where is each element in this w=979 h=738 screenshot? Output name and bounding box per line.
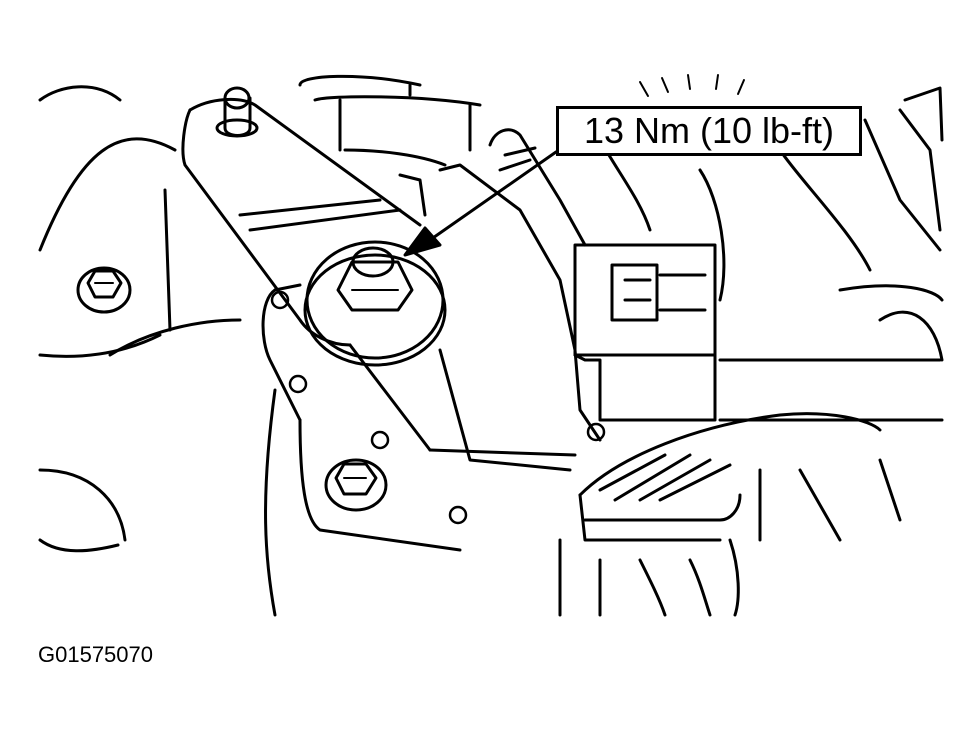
vibration-marks — [639, 74, 745, 97]
callout-arrow — [403, 150, 558, 257]
actuator-lever-arm — [181, 97, 422, 347]
torque-callout-label: 13 Nm (10 lb-ft) — [583, 110, 835, 151]
right-structure — [718, 86, 944, 422]
main-nut-washer — [303, 240, 447, 367]
housing-screw-holes — [270, 290, 606, 525]
torque-callout-box: 13 Nm (10 lb-ft) — [556, 106, 862, 156]
left-housing-outline — [38, 85, 277, 617]
figure-id-label: G01575070 — [38, 642, 153, 667]
left-bolt — [76, 266, 132, 314]
actuator-housing — [261, 163, 602, 552]
lower-bolt — [324, 458, 388, 512]
electrical-connector — [573, 243, 717, 422]
lever-pivot-stud — [215, 86, 259, 138]
connector-wiring — [488, 128, 587, 247]
lower-hoses — [558, 458, 902, 617]
lower-grille — [578, 412, 882, 542]
